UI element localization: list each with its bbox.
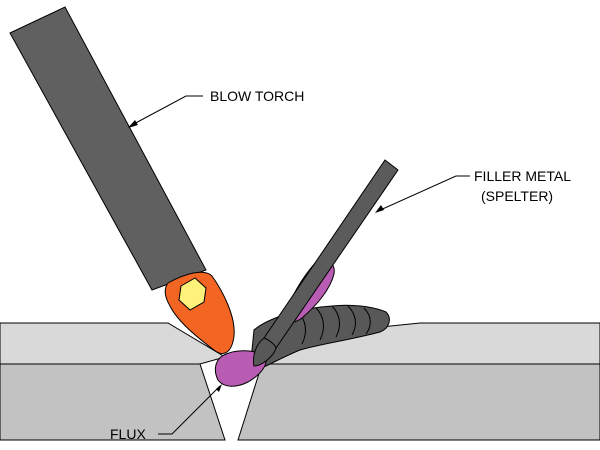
filler-metal-arrowhead <box>375 205 384 213</box>
blow-torch-body <box>9 6 207 291</box>
flame-inner-cone <box>178 277 207 311</box>
left-metal-plate <box>0 322 227 441</box>
flux-arrowhead <box>216 384 222 392</box>
left-plate-top <box>0 322 227 365</box>
left-plate-side <box>0 363 226 441</box>
torch-flame <box>164 271 235 354</box>
leader-lines <box>129 95 470 435</box>
filler-metal-leader <box>377 175 470 212</box>
blow-torch-label: BLOW TORCH <box>210 88 305 104</box>
filler-metal-note-label: (SPELTER) <box>481 188 554 204</box>
right-plate-side <box>237 363 600 441</box>
blow-torch-arrowhead <box>128 120 138 128</box>
blow-torch-leader <box>129 95 203 127</box>
leader-arrowheads <box>128 120 384 392</box>
filler-rod-tip <box>253 337 277 367</box>
filler-metal-rod <box>253 159 399 367</box>
flux-leader <box>158 385 221 435</box>
flux-label: FLUX <box>110 426 146 442</box>
filler-metal-label: FILLER METAL <box>474 168 571 184</box>
